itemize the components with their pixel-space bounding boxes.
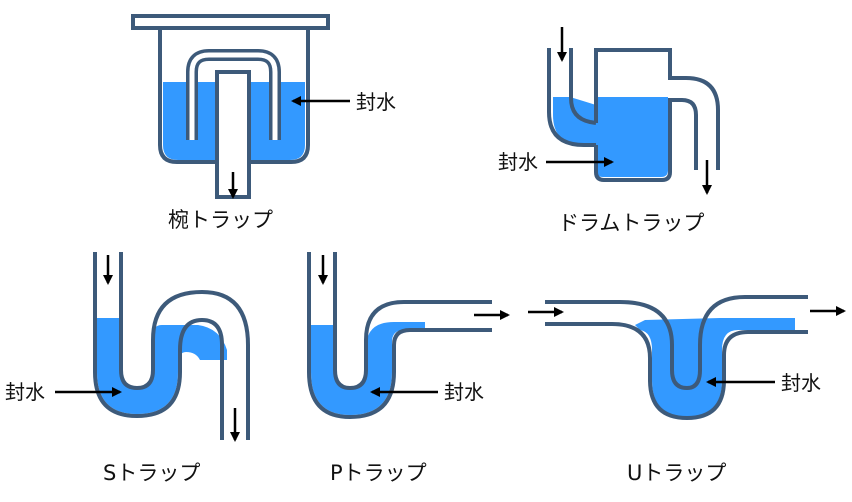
p-trap: 封水 Pトラップ xyxy=(307,252,510,485)
u-trap: 封水 Uトラップ xyxy=(528,295,846,485)
s-trap-title: Sトラップ xyxy=(103,461,200,485)
bowl-trap-title: 椀トラップ xyxy=(168,208,273,232)
u-trap-water xyxy=(635,318,795,418)
drum-trap-title: ドラムトラップ xyxy=(558,211,704,235)
u-trap-title: Uトラップ xyxy=(627,461,726,485)
bowl-trap-lid xyxy=(131,14,330,30)
drum-trap-water xyxy=(553,97,668,177)
u-trap-pipe-bottom xyxy=(545,322,808,421)
drum-trap-seal-label: 封水 xyxy=(498,150,538,174)
p-trap-title: Pトラップ xyxy=(330,461,427,485)
p-trap-seal-label: 封水 xyxy=(444,380,484,404)
s-trap-seal-label: 封水 xyxy=(5,380,45,404)
s-trap-pipe-inner xyxy=(119,252,250,440)
s-trap-pipe-outer xyxy=(93,252,224,440)
drum-trap: 封水 ドラムトラップ xyxy=(498,27,720,235)
drum-trap-body xyxy=(594,48,720,182)
s-trap: 封水 Sトラップ xyxy=(5,252,250,485)
p-trap-pipe-inner xyxy=(333,252,492,391)
drum-trap-inlet xyxy=(547,48,596,147)
u-trap-seal-label: 封水 xyxy=(781,371,821,395)
bowl-trap: 封水 椀トラップ xyxy=(131,14,396,232)
s-trap-water xyxy=(97,318,227,414)
bowl-trap-seal-label: 封水 xyxy=(356,90,396,114)
p-trap-pipe-outer xyxy=(307,252,492,420)
u-trap-pipe-top xyxy=(545,295,808,391)
